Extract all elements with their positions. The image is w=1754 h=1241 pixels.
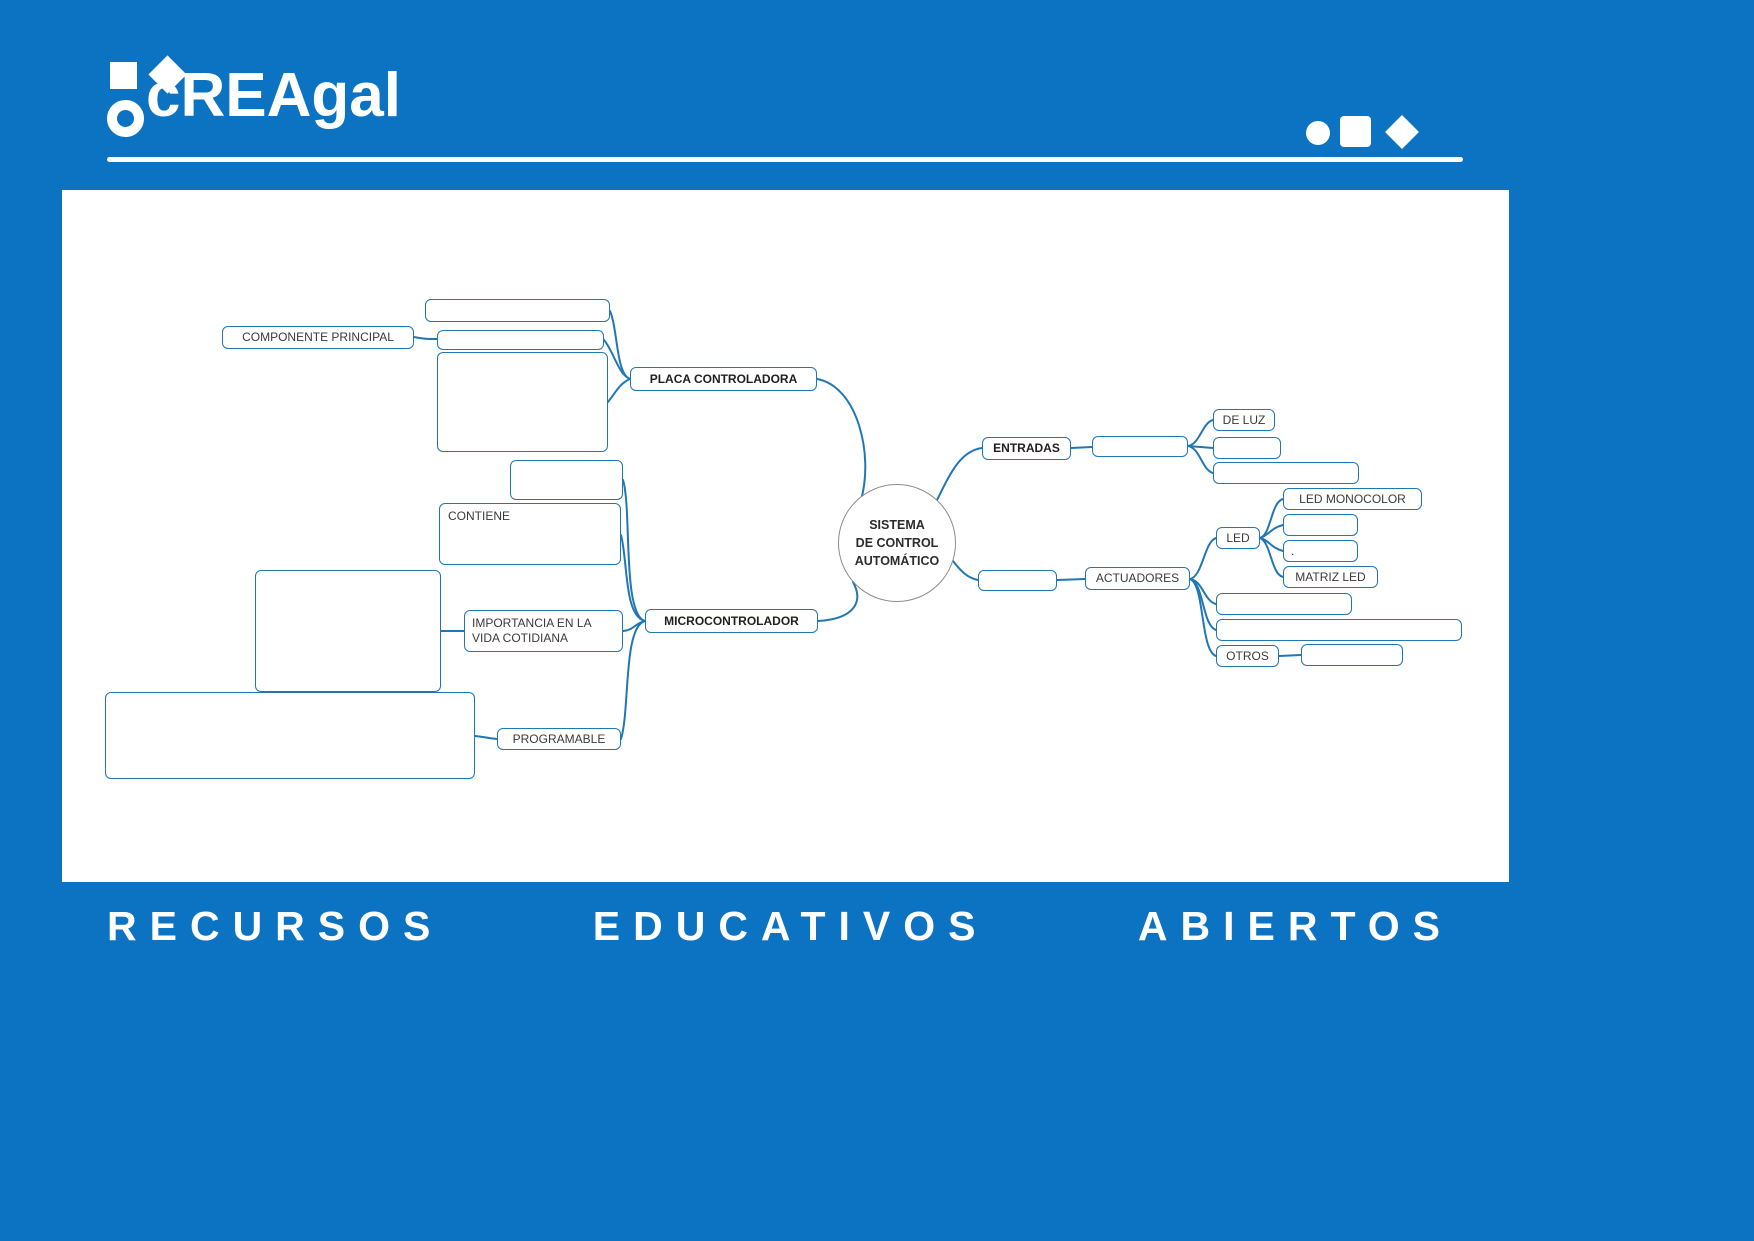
header-diamond-icon: [1385, 115, 1419, 149]
node-placa-controladora[interactable]: PLACA CONTROLADORA: [630, 367, 817, 391]
node-entradas[interactable]: ENTRADAS: [982, 437, 1071, 460]
node-led-dot[interactable]: .: [1283, 540, 1358, 562]
center-line-2: DE CONTROL: [855, 535, 939, 550]
center-line-3: AUTOMÁTICO: [854, 554, 940, 569]
mindmap-canvas: SISTEMA DE CONTROL AUTOMÁTICO COMPONENTE…: [62, 190, 1509, 882]
node-empty-led-1[interactable]: [1283, 514, 1358, 536]
node-otros[interactable]: OTROS: [1216, 645, 1279, 667]
node-programable[interactable]: PROGRAMABLE: [497, 728, 621, 750]
node-empty-actuadores-2[interactable]: [1216, 619, 1462, 641]
node-microcontrolador[interactable]: MICROCONTROLADOR: [645, 609, 818, 633]
brand-logo: cREAgal: [146, 61, 401, 130]
center-line-1: SISTEMA: [869, 517, 925, 532]
node-led-monocolor[interactable]: LED MONOCOLOR: [1283, 488, 1422, 510]
header-circle-icon: [1306, 121, 1330, 145]
node-matriz-led[interactable]: MATRIZ LED: [1283, 566, 1378, 588]
node-empty-placa-1[interactable]: [425, 299, 610, 322]
node-importancia-vida-cotidiana[interactable]: IMPORTANCIA EN LA VIDA COTIDIANA: [464, 610, 623, 652]
footer-word-abiertos: ABIERTOS: [1137, 903, 1453, 949]
node-contiene[interactable]: CONTIENE: [439, 503, 621, 565]
node-empty-micro-3[interactable]: [105, 692, 475, 779]
logo-circle-icon: [107, 100, 144, 137]
node-empty-actuadores-pre[interactable]: [978, 570, 1057, 591]
node-de-luz[interactable]: DE LUZ: [1213, 409, 1275, 431]
footer-word-recursos: RECURSOS: [107, 903, 444, 949]
node-sistema-de-control-automatico[interactable]: SISTEMA DE CONTROL AUTOMÁTICO: [838, 484, 956, 602]
node-empty-micro-1[interactable]: [510, 460, 623, 500]
header-divider: [107, 157, 1463, 162]
footer-tagline: RECURSOS EDUCATIVOS ABIERTOS: [107, 903, 1453, 950]
footer-word-educativos: EDUCATIVOS: [592, 903, 989, 949]
logo-square-icon: [110, 62, 137, 89]
node-empty-entradas-1[interactable]: [1092, 436, 1188, 457]
node-empty-micro-2[interactable]: [255, 570, 441, 692]
node-componente-principal[interactable]: COMPONENTE PRINCIPAL: [222, 326, 414, 349]
node-empty-entradas-2[interactable]: [1213, 437, 1281, 459]
node-empty-otros-1[interactable]: [1301, 644, 1403, 666]
node-empty-placa-2[interactable]: [437, 330, 604, 350]
node-led[interactable]: LED: [1216, 527, 1260, 549]
node-actuadores[interactable]: ACTUADORES: [1085, 567, 1190, 590]
connector-lines: [413, 310, 1302, 740]
node-empty-placa-3[interactable]: [437, 352, 608, 452]
node-empty-actuadores-1[interactable]: [1216, 593, 1352, 615]
header-square-icon: [1340, 116, 1371, 147]
node-empty-entradas-3[interactable]: [1213, 462, 1359, 484]
